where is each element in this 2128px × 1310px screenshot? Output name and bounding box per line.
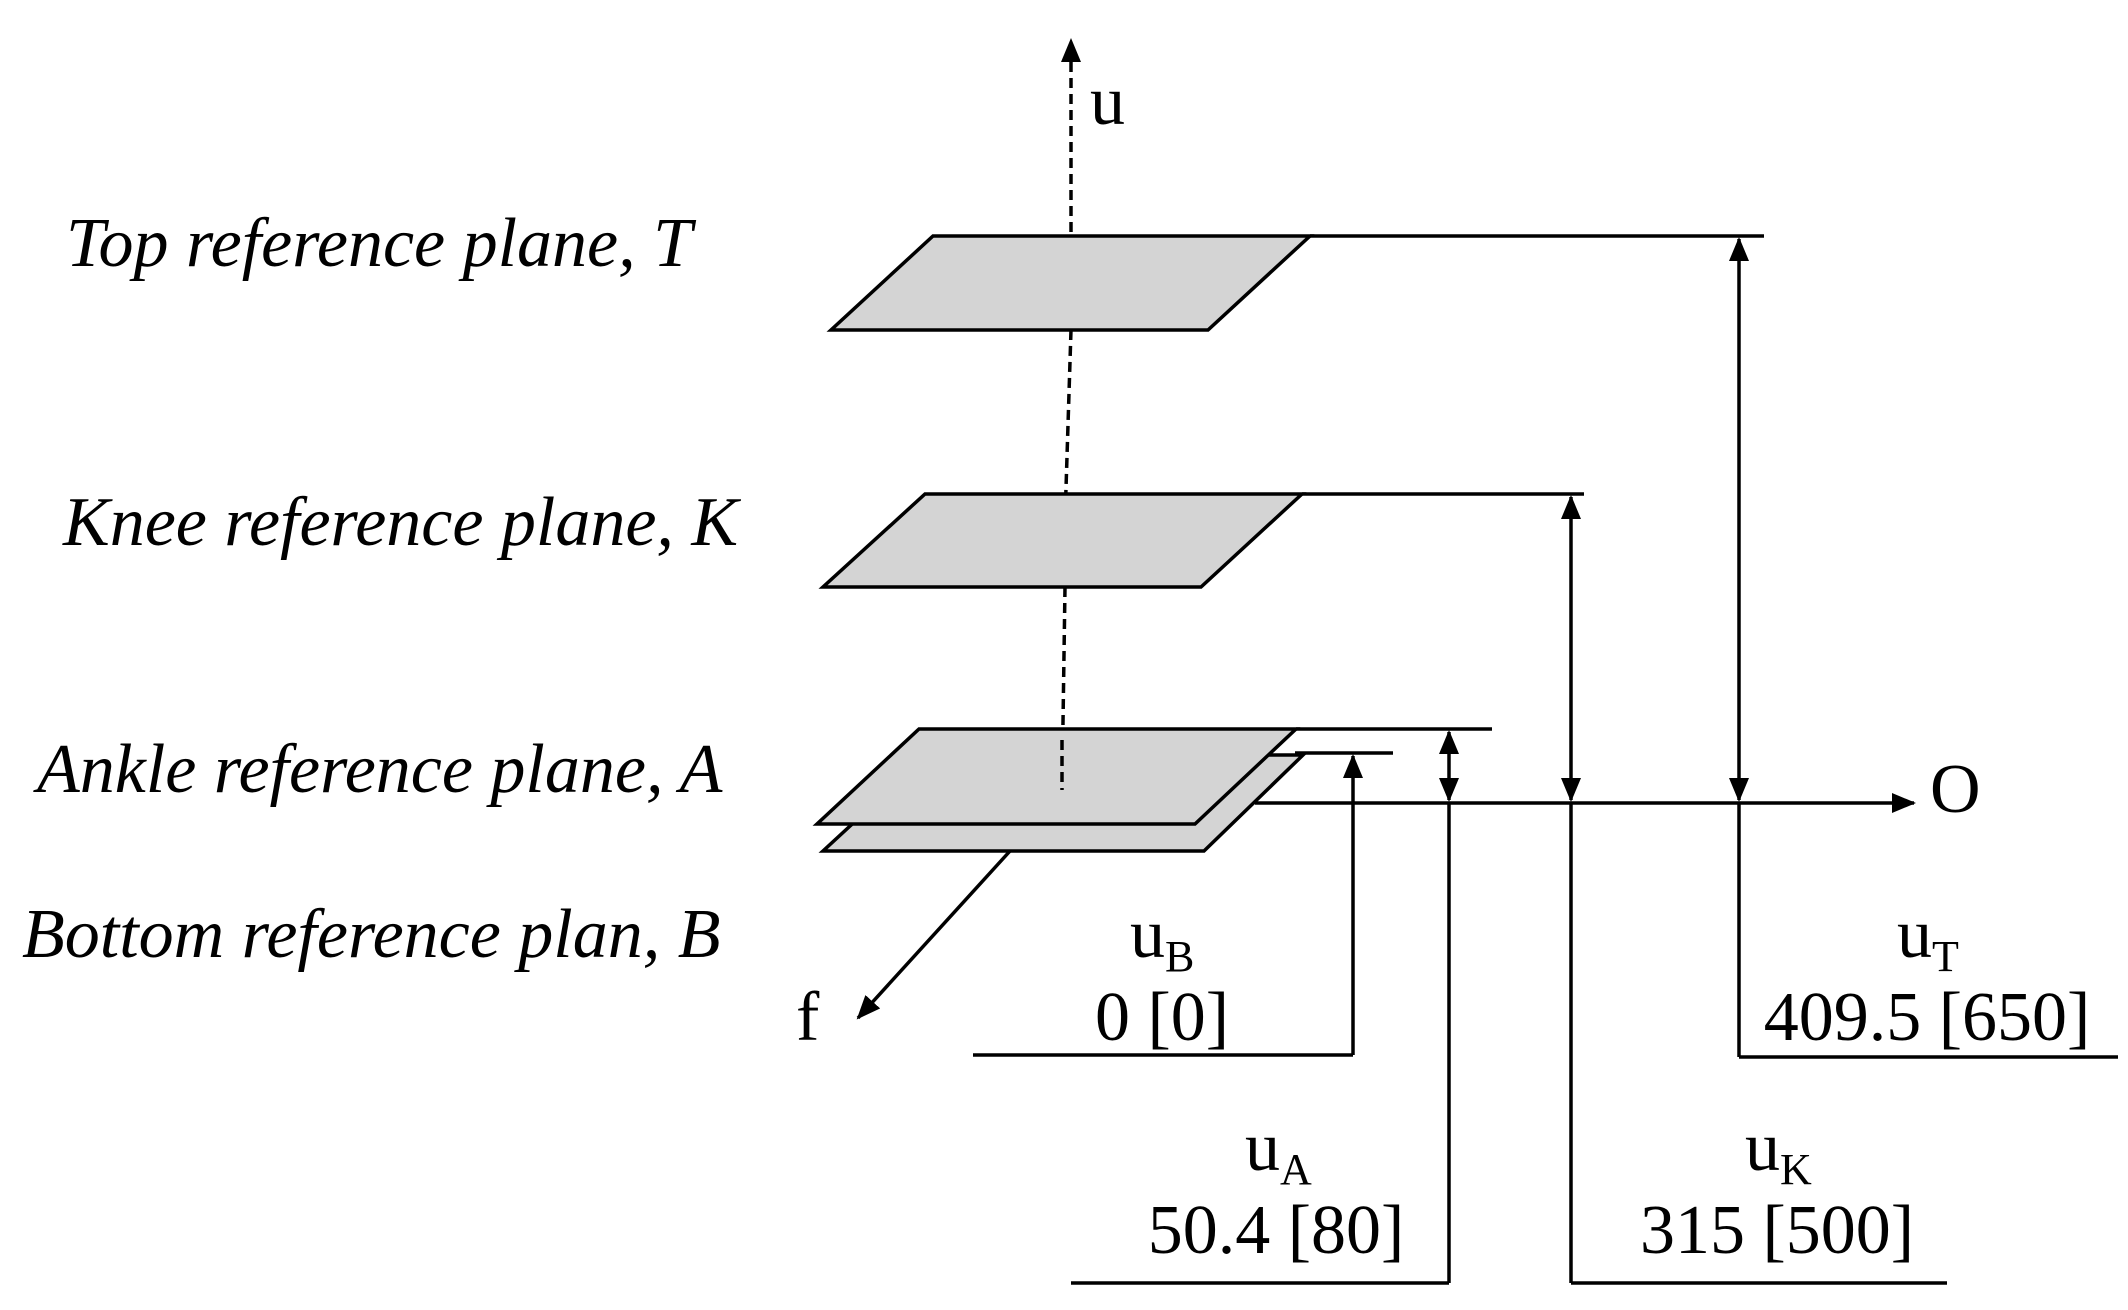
ankle-plane <box>812 727 1301 826</box>
o-axis-label: O <box>1930 751 1981 828</box>
bottom-plane-label: Bottom reference plan, B <box>22 896 721 973</box>
top-plane <box>826 234 1315 332</box>
u-axis-mid-1 <box>1063 329 1073 521</box>
u-a-symbol: uA <box>1245 1109 1312 1194</box>
u-t-symbol: uT <box>1897 896 1959 981</box>
ankle-plane-label: Ankle reference plane, A <box>33 731 723 808</box>
u-axis-label: u <box>1090 63 1125 140</box>
f-axis-label: f <box>796 979 820 1056</box>
knee-plane-label: Knee reference plane, K <box>62 484 741 561</box>
top-plane-label: Top reference plane, T <box>66 205 697 282</box>
u-k-symbol: uK <box>1745 1109 1812 1194</box>
f-axis <box>856 849 1012 1020</box>
u-t-value: 409.5 [650] <box>1764 979 2091 1056</box>
u-k-value: 315 [500] <box>1640 1192 1914 1269</box>
u-b-symbol: uB <box>1130 896 1194 981</box>
u-b-value: 0 [0] <box>1095 979 1229 1056</box>
u-a-value: 50.4 [80] <box>1148 1192 1405 1269</box>
knee-plane <box>818 492 1307 589</box>
